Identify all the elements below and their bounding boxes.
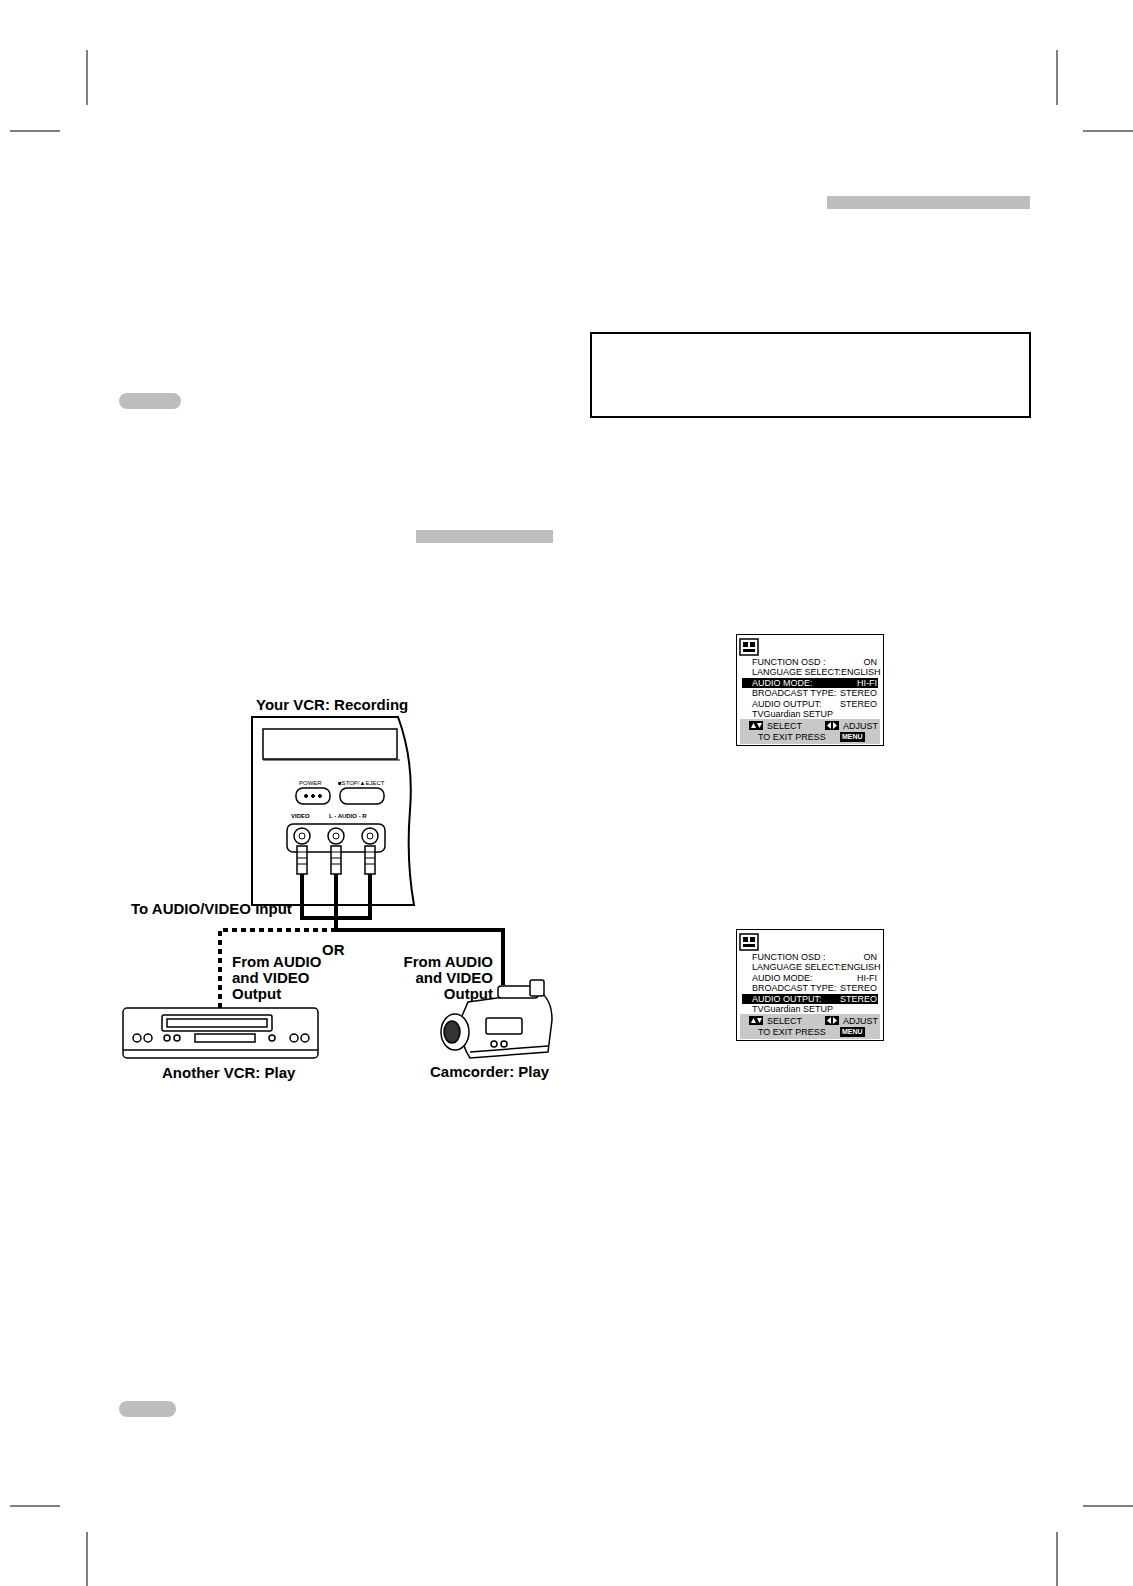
recording-vcr: Your VCR: Recording <box>252 696 415 905</box>
menu-row: TVGuardian SETUP <box>742 709 878 719</box>
footer-hint: TO EXIT PRESS <box>758 732 826 742</box>
footer-hint: ADJUST <box>843 721 878 731</box>
menu-item: FUNCTION OSD : <box>752 952 826 962</box>
menu-item: AUDIO OUTPUT: <box>752 699 822 709</box>
vcr-illustration <box>252 717 414 905</box>
crop-marks <box>10 50 1133 1586</box>
menu-row-highlighted: AUDIO MODE: HI-FI <box>742 678 878 688</box>
note-box <box>591 333 1030 417</box>
button-label: ■STOP/▲EJECT <box>338 780 384 787</box>
device-label: Camcorder: Play <box>430 1064 549 1080</box>
menu-item: LANGUAGE SELECT:ENGLISH <box>752 962 881 972</box>
menu-value: ON <box>864 952 878 962</box>
note-pill <box>119 1401 176 1417</box>
menu-value: ON <box>864 657 878 667</box>
menu-row: BROADCAST TYPE: STEREO <box>742 983 878 993</box>
jack-label: VIDEO <box>291 813 310 820</box>
header-bar <box>827 196 1030 209</box>
menu-row: LANGUAGE SELECT:ENGLISH <box>742 667 878 677</box>
device-label: Your VCR: Recording <box>256 697 408 713</box>
connection-label: To AUDIO/VIDEO Input <box>131 901 292 917</box>
menu-item: LANGUAGE SELECT:ENGLISH <box>752 667 881 677</box>
menu-value: HI-FI <box>857 678 877 688</box>
menu-item: AUDIO MODE: <box>752 973 813 983</box>
osd-screen: FUNCTION OSD :ONLANGUAGE SELECT:ENGLISHA… <box>736 634 884 746</box>
device-label: Another VCR: Play <box>162 1065 295 1081</box>
footer-hint: ADJUST <box>843 1016 878 1026</box>
menu-value: STEREO <box>840 688 877 698</box>
menu-row-highlighted: AUDIO OUTPUT: STEREO <box>742 994 878 1004</box>
menu-key: MENU <box>840 1027 865 1037</box>
menu-row: BROADCAST TYPE: STEREO <box>742 688 878 698</box>
osd-artwork <box>740 639 880 1039</box>
menu-row: TVGuardian SETUP <box>742 1004 878 1014</box>
output-label: From AUDIO and VIDEO Output <box>388 954 493 1002</box>
button-label: POWER <box>299 780 322 787</box>
section-bar <box>416 530 553 543</box>
menu-item: BROADCAST TYPE: <box>752 688 836 698</box>
another-vcr-illustration <box>123 1008 318 1058</box>
av-cable <box>220 905 336 1008</box>
footer-hint: TO EXIT PRESS <box>758 1027 826 1037</box>
menu-item: TVGuardian SETUP <box>752 709 833 719</box>
menu-key: MENU <box>840 732 865 742</box>
note-pill <box>119 393 181 409</box>
menu-value: STEREO <box>840 983 877 993</box>
footer-hint: SELECT <box>767 721 802 731</box>
menu-item: FUNCTION OSD : <box>752 657 826 667</box>
menu-item: TVGuardian SETUP <box>752 1004 833 1014</box>
or-label: OR <box>322 942 345 958</box>
osd-screen: FUNCTION OSD :ONLANGUAGE SELECT:ENGLISHA… <box>736 929 884 1041</box>
jack-label: L - AUDIO - R <box>329 813 367 820</box>
output-label: From AUDIO and VIDEO Output <box>232 954 337 1002</box>
menu-row: AUDIO MODE: HI-FI <box>742 973 878 983</box>
menu-value: HI-FI <box>857 973 877 983</box>
menu-value: STEREO <box>840 994 877 1004</box>
menu-row: LANGUAGE SELECT:ENGLISH <box>742 962 878 972</box>
menu-row: FUNCTION OSD : ON <box>742 952 878 962</box>
menu-item: AUDIO OUTPUT: <box>752 994 822 1004</box>
playback-vcr: Another VCR: Play <box>123 1008 318 1058</box>
menu-item: BROADCAST TYPE: <box>752 983 836 993</box>
menu-value: STEREO <box>840 699 877 709</box>
menu-item: AUDIO MODE: <box>752 678 813 688</box>
footer-hint: SELECT <box>767 1016 802 1026</box>
menu-row: AUDIO OUTPUT: STEREO <box>742 699 878 709</box>
menu-row: FUNCTION OSD : ON <box>742 657 878 667</box>
